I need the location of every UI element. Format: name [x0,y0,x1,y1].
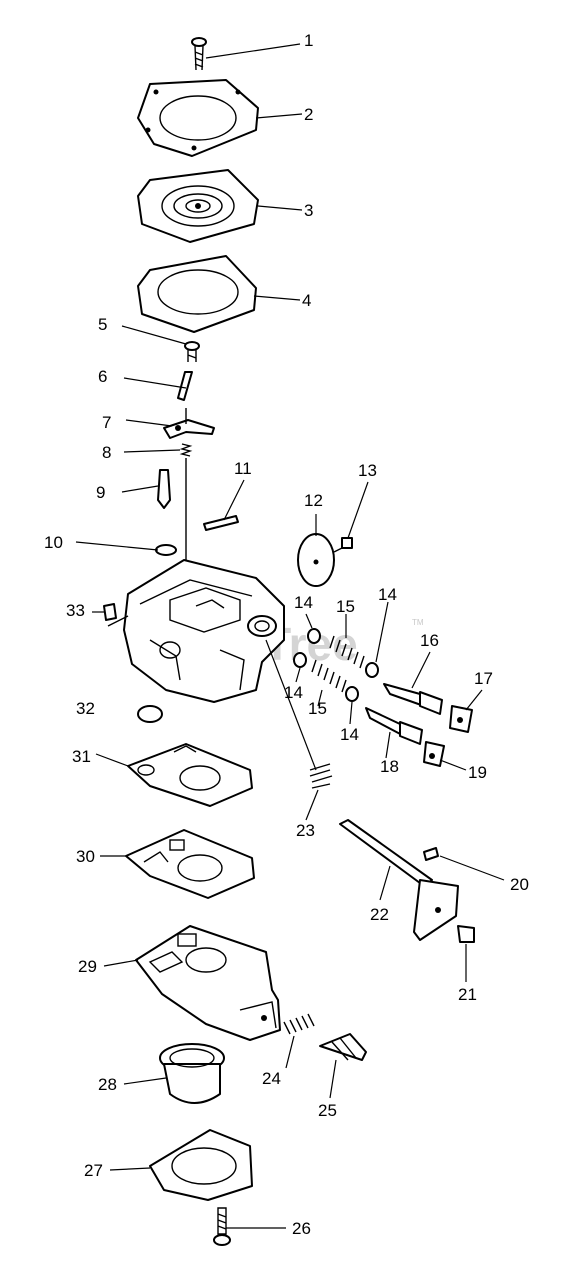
part-27-retainer[interactable] [149,1129,253,1201]
part-32-filter-screen[interactable] [137,705,163,723]
callout-23: 23 [296,821,315,840]
part-26-screw[interactable] [213,1207,231,1246]
part-15-spring-a[interactable] [329,635,365,669]
part-21-nut[interactable] [457,925,475,943]
callout-9: 9 [96,483,105,502]
callout-27: 27 [84,1161,103,1180]
callout-20: 20 [510,875,529,894]
part-16-mixture-needle[interactable] [383,683,443,715]
callout-14d: 14 [340,725,359,744]
callout-8: 8 [102,443,111,462]
callout-31: 31 [72,747,91,766]
part-30-metering-diaphragm[interactable] [125,829,255,899]
part-10-plug[interactable] [155,544,177,556]
callout-14c: 14 [284,683,303,702]
part-33-plug[interactable] [103,603,117,621]
callout-33: 33 [66,601,85,620]
part-22-throttle-shaft[interactable] [339,819,459,941]
callout-labels: 1 2 3 4 5 6 7 8 9 10 11 12 13 33 14 15 1… [44,31,529,1238]
callout-3: 3 [304,201,313,220]
part-5-screw[interactable] [184,341,200,362]
part-31-gasket[interactable] [127,743,253,807]
part-11-pin[interactable] [203,515,239,531]
part-25-adjusting-screw[interactable] [319,1033,367,1061]
part-14-o-ring-b[interactable] [293,652,307,668]
callout-25: 25 [318,1101,337,1120]
part-13-screw[interactable] [333,537,353,553]
callout-7: 7 [102,413,111,432]
callout-14a: 14 [294,593,313,612]
callout-24: 24 [262,1069,281,1088]
carburetor-body[interactable] [107,559,285,703]
callout-15a: 15 [336,597,355,616]
part-14-o-ring-c[interactable] [365,662,379,678]
callout-5: 5 [98,315,107,334]
part-14-o-ring-a[interactable] [307,628,321,644]
callout-18: 18 [380,757,399,776]
callout-10: 10 [44,533,63,552]
part-18-mixture-needle[interactable] [365,707,423,745]
callout-29: 29 [78,957,97,976]
callout-30: 30 [76,847,95,866]
watermark-trademark: TM [412,618,424,627]
part-7-metering-lever[interactable] [163,408,215,439]
callout-12: 12 [304,491,323,510]
part-23-spring[interactable] [265,639,333,789]
part-6-pin[interactable] [177,371,193,401]
part-12-disc[interactable] [297,533,335,587]
part-19-limiter-cap[interactable] [423,741,445,767]
part-15-spring-b[interactable] [311,659,347,693]
part-28-primer-bulb[interactable] [159,1043,225,1104]
callout-6: 6 [98,367,107,386]
callout-32: 32 [76,699,95,718]
callout-11: 11 [234,459,252,478]
callout-16: 16 [420,631,439,650]
callout-22: 22 [370,905,389,924]
part-29-pump-body[interactable] [135,925,281,1041]
part-4-gasket[interactable] [137,255,257,333]
callout-15b: 15 [308,699,327,718]
callout-17: 17 [474,669,493,688]
callout-4: 4 [302,291,311,310]
callout-2: 2 [304,105,313,124]
leader-lines [75,43,505,1229]
callout-13: 13 [358,461,377,480]
part-20-clip[interactable] [423,847,439,861]
callout-21: 21 [458,985,477,1004]
callout-26: 26 [292,1219,311,1238]
callout-19: 19 [468,763,487,782]
callout-14b: 14 [378,585,397,604]
part-24-spring[interactable] [283,1013,315,1035]
part-3-pump-diaphragm[interactable] [137,169,259,243]
part-2-pump-cover[interactable] [137,79,259,157]
part-9-inlet-needle[interactable] [157,469,171,509]
callout-28: 28 [98,1075,117,1094]
callout-1: 1 [304,31,313,50]
part-1-screw[interactable] [191,37,207,71]
part-17-limiter-cap[interactable] [449,705,473,733]
part-14-o-ring-d[interactable] [345,686,359,702]
